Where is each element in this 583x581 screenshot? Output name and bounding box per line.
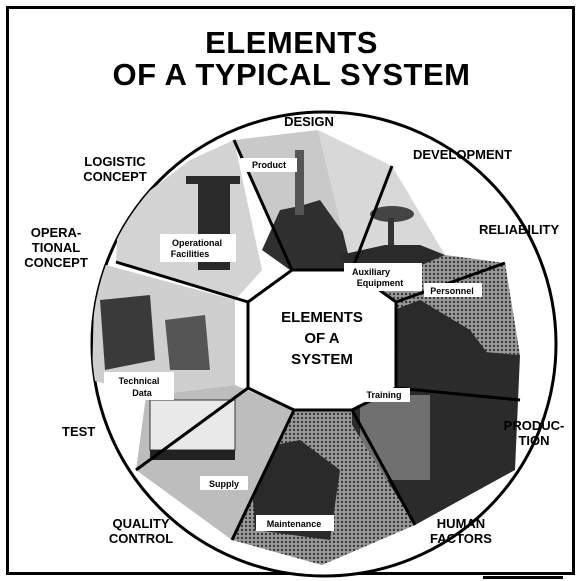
training-label: Training [366, 390, 401, 400]
label-reliability: RELIABILITY [479, 222, 560, 237]
label-design: DESIGN [284, 114, 334, 129]
label-quality-control: QUALITY CONTROL [108, 516, 174, 546]
label-logistic-concept: LOGISTIC CONCEPT [83, 154, 147, 184]
technical-data-label-box [104, 372, 174, 400]
radar-mast-shape [388, 218, 394, 246]
label-test: TEST [62, 424, 96, 439]
product-label-box [241, 158, 297, 172]
training-label-box [360, 388, 410, 402]
radar-dish-shape [370, 206, 414, 222]
technical-data-label-line-1: Technical [119, 376, 160, 386]
title-line-1: ELEMENTS [205, 25, 378, 60]
auxiliary-equipment-photo [318, 130, 445, 270]
auxiliary-label-line-2: Equipment [357, 278, 404, 288]
center-line-2: OF A [304, 330, 339, 347]
rocket-shape [295, 150, 304, 215]
title-line-2: OF A TYPICAL SYSTEM [112, 57, 471, 92]
maintenance-label: Maintenance [267, 519, 322, 529]
operator-figure [165, 315, 210, 370]
maintenance-label-box [256, 515, 334, 531]
personnel-label-box [424, 283, 482, 297]
center-line-3: SYSTEM [291, 351, 353, 368]
operational-facilities-label-line-2: Facilities [171, 249, 210, 259]
auxiliary-label-line-1: Auxiliary [352, 267, 390, 277]
supply-label-box [200, 476, 248, 490]
truck-underside [150, 450, 235, 460]
scan-mark [483, 576, 563, 579]
equipment-console [100, 295, 155, 370]
operational-facilities-label-box [160, 234, 236, 262]
label-operational-concept: OPERA- TIONAL CONCEPT [24, 225, 88, 270]
label-human-factors: HUMAN FACTORS [430, 516, 492, 546]
operational-facilities-label-line-1: Operational [172, 238, 222, 248]
label-production: PRODUC- TION [503, 418, 565, 448]
label-development: DEVELOPMENT [413, 147, 512, 162]
supply-label: Supply [209, 479, 239, 489]
segment-dividers [115, 139, 521, 541]
tower-top-shape [186, 176, 240, 184]
personnel-label: Personnel [430, 286, 474, 296]
technical-data-label-line-2: Data [132, 388, 153, 398]
auxiliary-label-box [344, 263, 422, 291]
product-label: Product [252, 160, 286, 170]
center-line-1: ELEMENTS [281, 309, 363, 326]
